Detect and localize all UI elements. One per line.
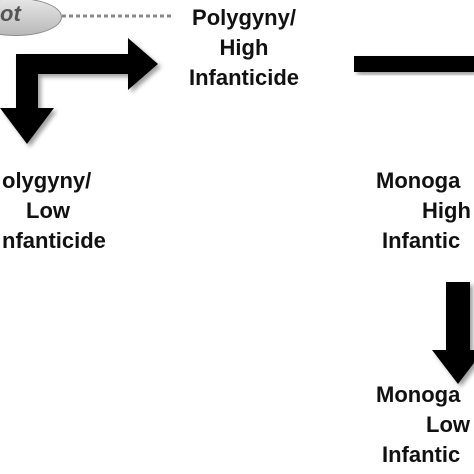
node-polygyny-low: olygyny/ Low nfanticide [2, 166, 142, 256]
root-node-label: ot [0, 1, 21, 26]
node-line: Infanticide [188, 65, 299, 90]
node-line: Polygyny/ [192, 5, 296, 30]
node-monogamy-high: Monoga High Infantic [376, 166, 474, 256]
arrow-to-polygyny-low [0, 38, 158, 144]
node-line: High [422, 198, 471, 223]
node-line: Infantic [382, 228, 461, 253]
node-line: olygyny/ [2, 168, 92, 193]
node-line: Monoga [376, 168, 461, 193]
node-line: Low [26, 198, 70, 223]
node-line: Low [426, 412, 470, 437]
arrow-to-monogamy-high [354, 56, 474, 72]
node-line: Infantic [382, 442, 461, 467]
node-line: High [219, 35, 269, 60]
node-line: nfanticide [2, 228, 106, 253]
node-polygyny-high: Polygyny/ High Infanticide [168, 3, 320, 93]
node-monogamy-low: Monoga Low Infantic [376, 380, 474, 470]
node-line: Monoga [376, 382, 461, 407]
arrow-to-monogamy-low [432, 282, 474, 384]
